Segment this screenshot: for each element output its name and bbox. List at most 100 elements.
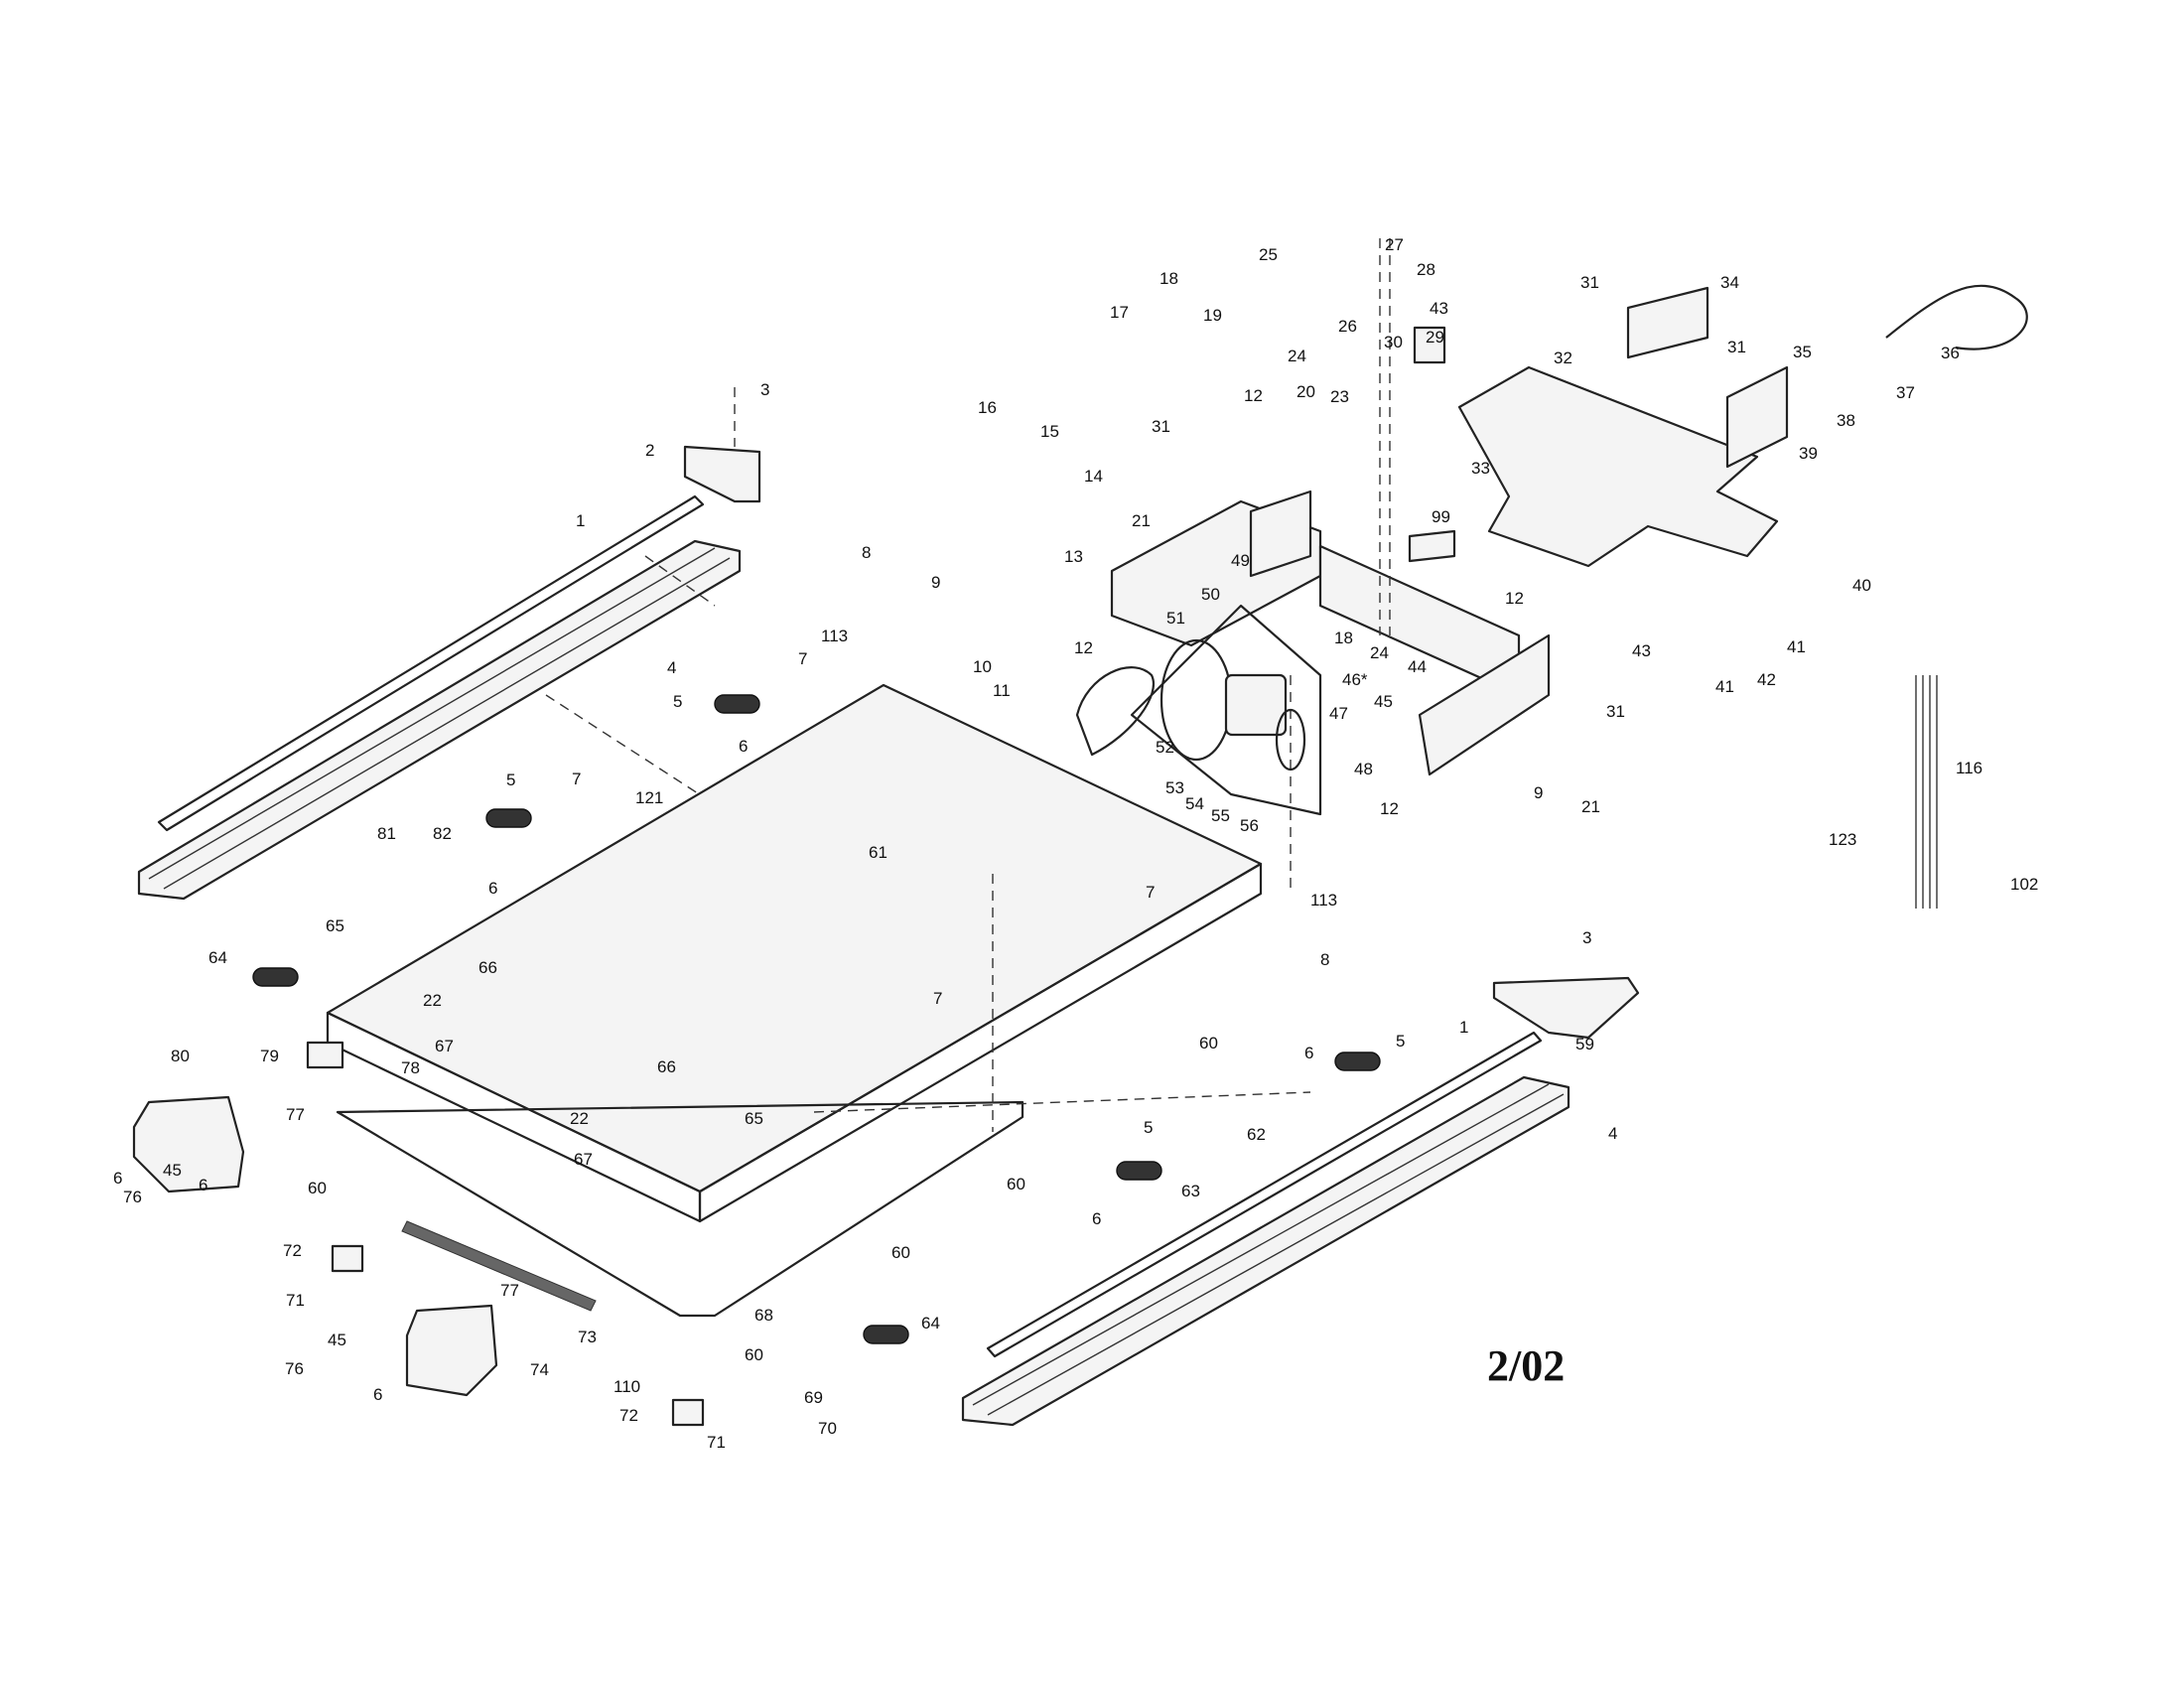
part-callout-9a: 9 — [931, 573, 940, 592]
part-callout-21a: 21 — [1132, 511, 1151, 530]
part-callout-8b: 8 — [1320, 950, 1329, 969]
right-side-rail-assembly — [961, 976, 1640, 1427]
part-callout-44: 44 — [1408, 657, 1427, 676]
part-callout-73: 73 — [578, 1328, 597, 1346]
part-callout-59: 59 — [1575, 1035, 1594, 1053]
part-callout-55: 55 — [1211, 806, 1230, 825]
part-callout-45a: 45 — [1374, 692, 1393, 711]
deck-and-belt — [326, 675, 1311, 1318]
part-callout-20: 20 — [1297, 382, 1315, 401]
part-callout-41b: 41 — [1715, 677, 1734, 696]
part-callout-48: 48 — [1354, 760, 1373, 778]
part-callout-113a: 113 — [821, 627, 848, 645]
part-callout-24a: 24 — [1288, 347, 1306, 365]
part-callout-65a: 65 — [326, 916, 344, 935]
part-callout-3b: 3 — [1582, 928, 1591, 947]
part-callout-22b: 22 — [570, 1109, 589, 1128]
part-callout-50: 50 — [1201, 585, 1220, 604]
part-callout-70: 70 — [818, 1419, 837, 1438]
part-callout-67a: 67 — [435, 1037, 454, 1055]
part-callout-38: 38 — [1837, 411, 1855, 430]
part-callout-31d: 31 — [1606, 702, 1625, 721]
part-callout-24b: 24 — [1370, 643, 1389, 662]
part-callout-37: 37 — [1896, 383, 1915, 402]
front-frame — [1110, 238, 1551, 776]
part-callout-2: 2 — [645, 441, 654, 460]
part-callout-5c: 5 — [1396, 1032, 1405, 1051]
part-callout-16: 16 — [978, 398, 997, 417]
part-callout-26: 26 — [1338, 317, 1357, 336]
part-callout-45b: 45 — [163, 1161, 182, 1180]
part-callout-19: 19 — [1203, 306, 1222, 325]
part-callout-67b: 67 — [574, 1150, 593, 1169]
part-callout-18b: 18 — [1334, 629, 1353, 647]
part-callout-1a: 1 — [576, 511, 585, 530]
part-callout-66b: 66 — [657, 1057, 676, 1076]
part-callout-123: 123 — [1829, 830, 1856, 849]
part-callout-78: 78 — [401, 1058, 420, 1077]
part-callout-77a: 77 — [286, 1105, 305, 1124]
part-callout-79: 79 — [260, 1047, 279, 1065]
part-callout-6e: 6 — [199, 1176, 207, 1194]
part-callout-66a: 66 — [478, 958, 497, 977]
part-callout-12b: 12 — [1074, 638, 1093, 657]
part-callout-28: 28 — [1417, 260, 1435, 279]
part-callout-99: 99 — [1432, 507, 1450, 526]
part-callout-17: 17 — [1110, 303, 1129, 322]
revision-date-label: 2/02 — [1487, 1341, 1565, 1390]
part-callout-1b: 1 — [1459, 1018, 1468, 1037]
part-callout-60e: 60 — [745, 1345, 763, 1364]
part-callout-69: 69 — [804, 1388, 823, 1407]
part-callout-72b: 72 — [619, 1406, 638, 1425]
hardware-bundle — [1915, 675, 1938, 909]
part-callout-23: 23 — [1330, 387, 1349, 406]
left-side-rail-assembly — [137, 387, 761, 901]
part-callout-71a: 71 — [286, 1291, 305, 1310]
part-callout-30: 30 — [1384, 333, 1403, 351]
part-callout-6g: 6 — [373, 1385, 382, 1404]
part-callout-41a: 41 — [1787, 637, 1806, 656]
part-callout-40: 40 — [1852, 576, 1871, 595]
part-callout-22a: 22 — [423, 991, 442, 1010]
part-callout-62: 62 — [1247, 1125, 1266, 1144]
part-callout-31c: 31 — [1152, 417, 1170, 436]
part-callout-12a: 12 — [1244, 386, 1263, 405]
part-callout-56: 56 — [1240, 816, 1259, 835]
part-callout-5a: 5 — [673, 692, 682, 711]
part-callout-6c: 6 — [1304, 1044, 1313, 1062]
part-callout-46: 46* — [1342, 670, 1368, 689]
part-callout-9b: 9 — [1534, 783, 1543, 802]
part-callout-12c: 12 — [1505, 589, 1524, 608]
part-callout-14: 14 — [1084, 467, 1103, 486]
part-callout-63: 63 — [1181, 1182, 1200, 1200]
part-callout-64b: 64 — [921, 1314, 940, 1333]
part-callout-74: 74 — [530, 1360, 549, 1379]
part-callout-7d: 7 — [933, 989, 942, 1008]
part-callout-42: 42 — [1757, 670, 1776, 689]
part-callout-110: 110 — [614, 1377, 640, 1396]
part-callout-32: 32 — [1554, 349, 1572, 367]
part-callout-27: 27 — [1385, 235, 1404, 254]
part-callout-43a: 43 — [1430, 299, 1448, 318]
part-callout-39: 39 — [1799, 444, 1818, 463]
part-callout-3a: 3 — [760, 380, 769, 399]
part-callout-52: 52 — [1156, 738, 1174, 757]
motor-assembly — [1075, 604, 1322, 816]
part-callout-31a: 31 — [1580, 273, 1599, 292]
part-callout-54: 54 — [1185, 794, 1204, 813]
part-callout-51: 51 — [1166, 609, 1185, 628]
part-callout-31b: 31 — [1727, 338, 1746, 356]
part-callout-43b: 43 — [1632, 641, 1651, 660]
part-callout-21b: 21 — [1581, 797, 1600, 816]
part-callout-60b: 60 — [308, 1179, 327, 1197]
part-callout-76a: 76 — [123, 1188, 142, 1206]
part-callout-47: 47 — [1329, 704, 1348, 723]
part-callout-65b: 65 — [745, 1109, 763, 1128]
part-callout-15: 15 — [1040, 422, 1059, 441]
part-callout-13: 13 — [1064, 547, 1083, 566]
part-callout-53: 53 — [1165, 778, 1184, 797]
part-callout-4b: 4 — [1608, 1124, 1617, 1143]
part-callout-4a: 4 — [667, 658, 676, 677]
